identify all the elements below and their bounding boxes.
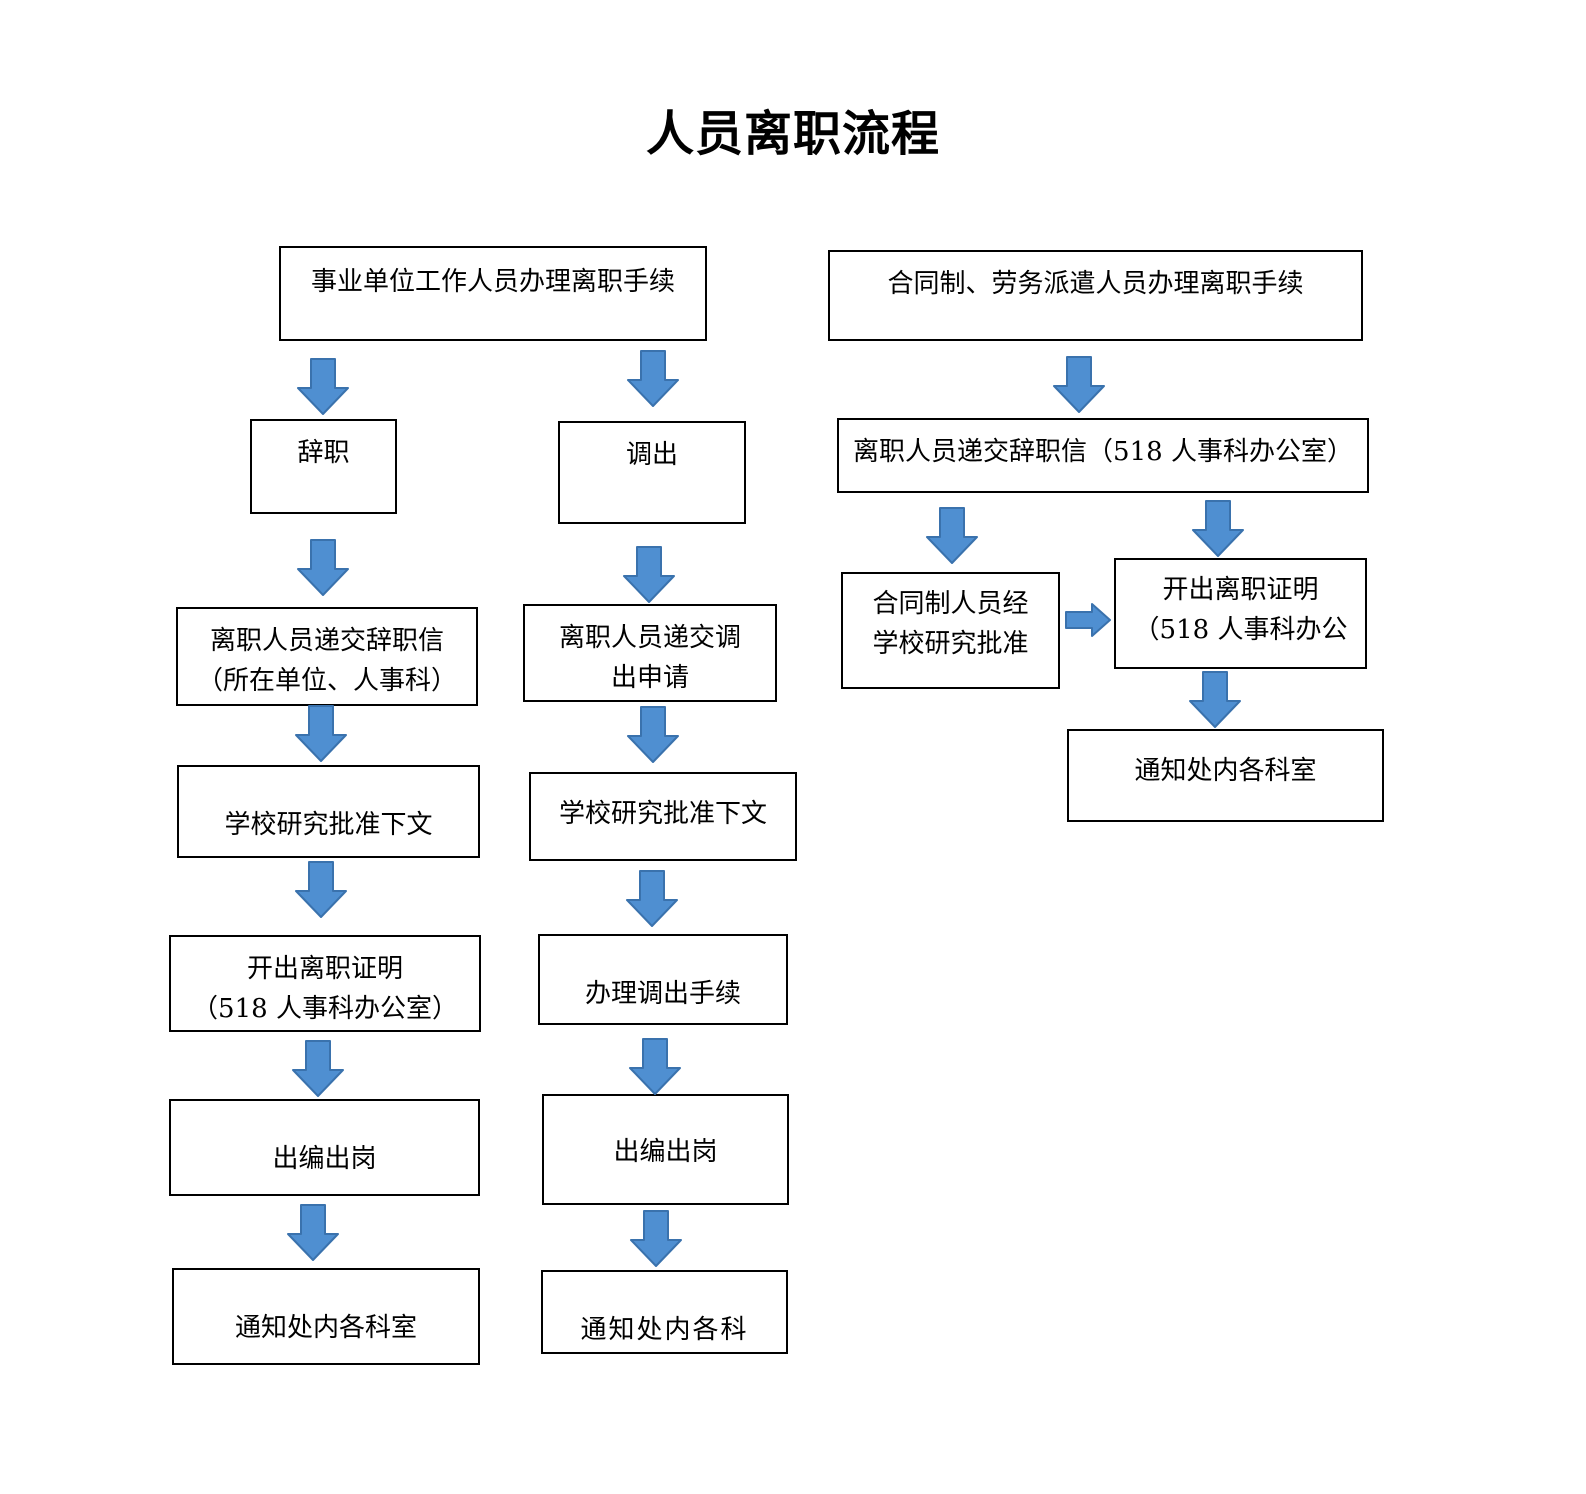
down-arrow-icon <box>286 1204 340 1262</box>
node-issue-certificate-a: 开出离职证明 （518 人事科办公室） <box>169 935 481 1032</box>
node-leave-post-a: 出编出岗 <box>169 1099 480 1196</box>
down-arrow-icon <box>625 870 679 928</box>
node-issue-certificate-c: 开出离职证明 （518 人事科办公 <box>1114 558 1367 669</box>
node-contract-staff-resignation: 合同制、劳务派遣人员办理离职手续 <box>828 250 1363 341</box>
down-arrow-icon <box>626 350 680 408</box>
node-submit-transfer-request: 离职人员递交调 出申请 <box>523 604 777 702</box>
down-arrow-icon <box>629 1210 683 1268</box>
down-arrow-icon <box>294 705 348 763</box>
down-arrow-icon <box>626 706 680 764</box>
node-resign: 辞职 <box>250 419 397 514</box>
down-arrow-icon <box>1052 356 1106 414</box>
down-arrow-icon <box>1191 500 1245 558</box>
down-arrow-icon <box>291 1040 345 1098</box>
node-notify-offices-c: 通知处内各科室 <box>1067 729 1384 822</box>
down-arrow-icon <box>628 1038 682 1096</box>
down-arrow-icon <box>622 546 676 604</box>
node-school-approval-a: 学校研究批准下文 <box>177 765 480 858</box>
node-school-approval-b: 学校研究批准下文 <box>529 772 797 861</box>
node-submit-resignation-letter-contract: 离职人员递交辞职信（518 人事科办公室） <box>837 418 1369 493</box>
down-arrow-icon <box>296 539 350 597</box>
page-title: 人员离职流程 <box>645 106 940 162</box>
down-arrow-icon <box>294 861 348 919</box>
node-career-staff-resignation: 事业单位工作人员办理离职手续 <box>279 246 707 341</box>
node-notify-offices-a: 通知处内各科室 <box>172 1268 480 1365</box>
down-arrow-icon <box>1188 671 1242 729</box>
node-leave-post-b: 出编出岗 <box>542 1094 789 1205</box>
down-arrow-icon <box>925 507 979 565</box>
node-transfer-procedure: 办理调出手续 <box>538 934 788 1025</box>
down-arrow-icon <box>296 358 350 416</box>
node-transfer-out: 调出 <box>558 421 746 524</box>
node-submit-resignation-letter: 离职人员递交辞职信 （所在单位、人事科） <box>176 607 478 706</box>
node-notify-offices-b: 通知处内各科 <box>541 1270 788 1354</box>
node-contract-school-approval: 合同制人员经 学校研究批准 <box>841 572 1060 689</box>
right-arrow-icon <box>1064 602 1112 638</box>
